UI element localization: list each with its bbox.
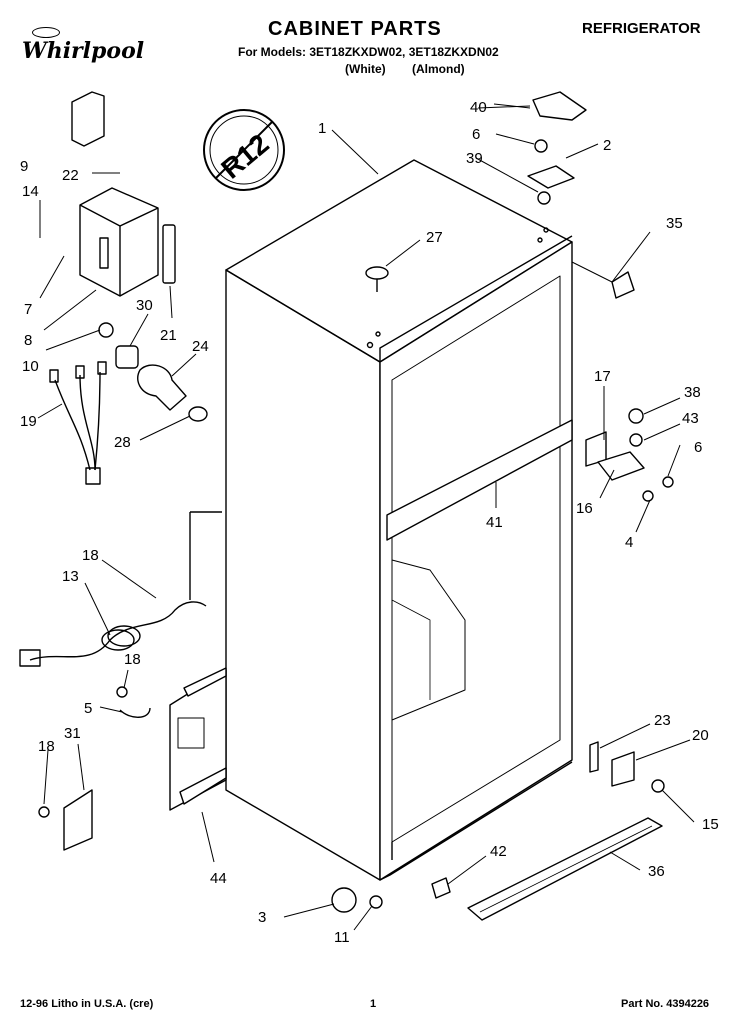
variant-almond-label: (Almond) — [412, 62, 465, 76]
callout-7: 7 — [24, 301, 32, 318]
callout-5: 5 — [84, 700, 92, 717]
rear-panel — [169, 511, 227, 811]
callout-31: 31 — [64, 725, 81, 742]
callout-2: 2 — [603, 137, 611, 154]
page-number: 1 — [370, 998, 377, 1010]
cabinet-shell — [225, 159, 573, 881]
bracket-5 — [116, 686, 151, 718]
brand-logo-mark — [32, 27, 60, 38]
callout-18-a: 18 — [82, 547, 99, 564]
callout-18-b: 18 — [124, 651, 141, 668]
wire-harness — [49, 361, 107, 485]
callout-41: 41 — [486, 514, 503, 531]
relay-part — [71, 91, 105, 147]
callout-1: 1 — [318, 120, 326, 137]
roller-assembly — [331, 887, 383, 913]
callout-42: 42 — [490, 843, 507, 860]
top-plug — [365, 266, 389, 292]
callout-8: 8 — [24, 332, 32, 349]
callout-36: 36 — [648, 863, 665, 880]
callout-15: 15 — [702, 816, 719, 833]
part-44-rail — [179, 767, 227, 805]
leader-lines — [37, 103, 695, 931]
callout-16: 16 — [576, 500, 593, 517]
print-info: 12-96 Litho in U.S.A. (cre) — [20, 998, 154, 1010]
callout-17: 17 — [594, 368, 611, 385]
power-cord — [19, 601, 207, 667]
drain-parts — [98, 322, 208, 422]
callout-3: 3 — [258, 909, 266, 926]
part-number: Part No. 4394226 — [621, 998, 710, 1010]
callout-27: 27 — [426, 229, 443, 246]
callout-35: 35 — [666, 215, 683, 232]
callout-28: 28 — [114, 434, 131, 451]
rail-upper — [183, 667, 227, 697]
models-line: For Models: 3ET18ZKXDW02, 3ET18ZKXDN02 — [238, 45, 499, 59]
part-35 — [611, 271, 635, 299]
callout-30: 30 — [136, 297, 153, 314]
r12-badge — [203, 109, 285, 191]
callout-38: 38 — [684, 384, 701, 401]
page-title: CABINET PARTS — [268, 18, 442, 40]
callout-6-top: 6 — [472, 126, 480, 143]
variant-white-label: (White) — [345, 62, 386, 76]
callout-21: 21 — [160, 327, 177, 344]
callout-22: 22 — [62, 167, 79, 184]
category-label: REFRIGERATOR — [582, 20, 701, 37]
part-31 — [63, 789, 93, 851]
brand-logo: Whirlpool — [22, 38, 145, 64]
callout-11: 11 — [334, 929, 350, 946]
bottom-hinge — [589, 741, 665, 793]
callout-43: 43 — [682, 410, 699, 427]
callout-24: 24 — [192, 338, 209, 355]
callout-39: 39 — [466, 150, 483, 167]
callout-20: 20 — [692, 727, 709, 744]
screw-18 — [38, 806, 50, 818]
callout-4: 4 — [625, 534, 633, 551]
control-box — [79, 187, 176, 297]
callout-13: 13 — [62, 568, 79, 585]
callout-23: 23 — [654, 712, 671, 729]
callout-9: 9 — [20, 158, 28, 175]
callout-6-center: 6 — [694, 439, 702, 456]
callout-19: 19 — [20, 413, 37, 430]
part-42 — [431, 877, 451, 899]
callout-18-c: 18 — [38, 738, 55, 755]
center-hinge — [585, 408, 674, 502]
top-hinge — [527, 91, 587, 205]
callout-44: 44 — [210, 870, 227, 887]
callout-40: 40 — [470, 99, 487, 116]
callout-14: 14 — [22, 183, 39, 200]
toe-grille — [467, 817, 663, 921]
callout-10: 10 — [22, 358, 39, 375]
